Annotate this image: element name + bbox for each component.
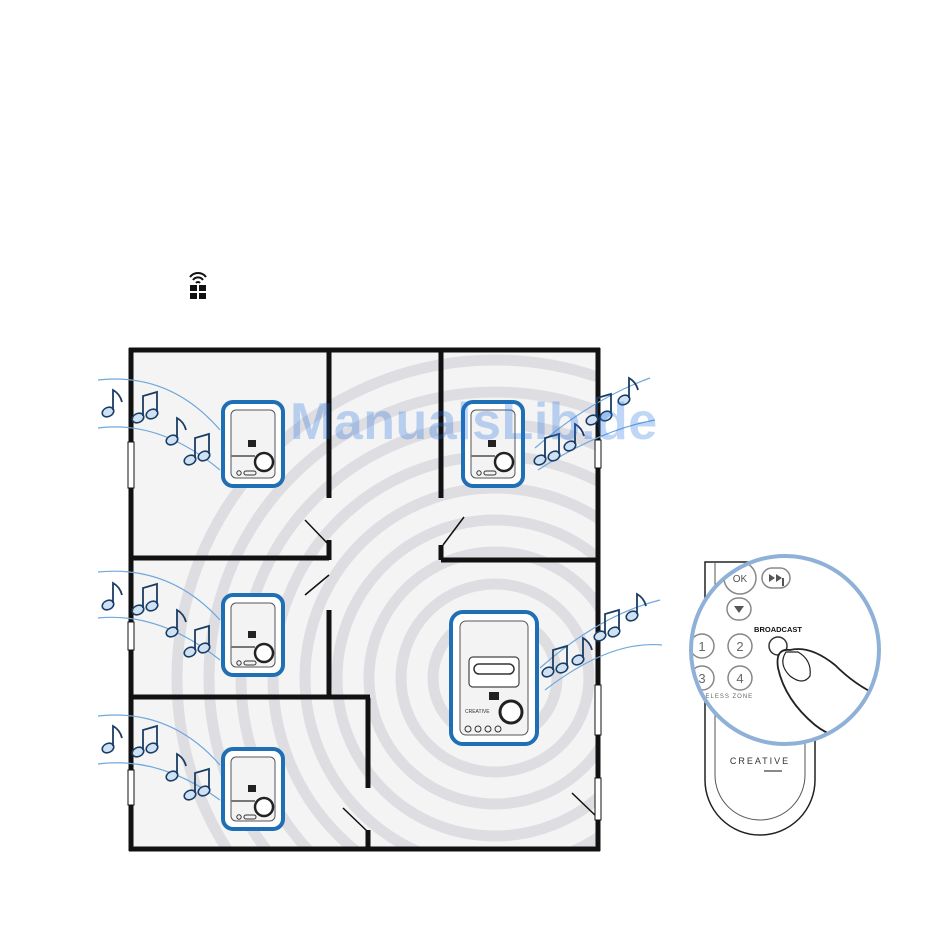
remote-brand: CREATIVE [730,756,790,766]
speaker-room-1 [223,402,283,486]
ok-button: OK [733,574,748,585]
svg-text:1: 1 [698,639,705,654]
broadcast-label: BROADCAST [754,625,802,634]
svg-text:4: 4 [736,671,743,686]
svg-text:2: 2 [736,639,743,654]
main-speaker-dock: CREATIVE [451,612,537,744]
music-note-icon [101,390,122,419]
speaker-room-3 [223,595,283,675]
speaker-room-4 [223,749,283,829]
watermark: ManualsLib.de [290,392,658,452]
speaker-brand: CREATIVE [465,709,490,715]
svg-text:3: 3 [698,671,705,686]
